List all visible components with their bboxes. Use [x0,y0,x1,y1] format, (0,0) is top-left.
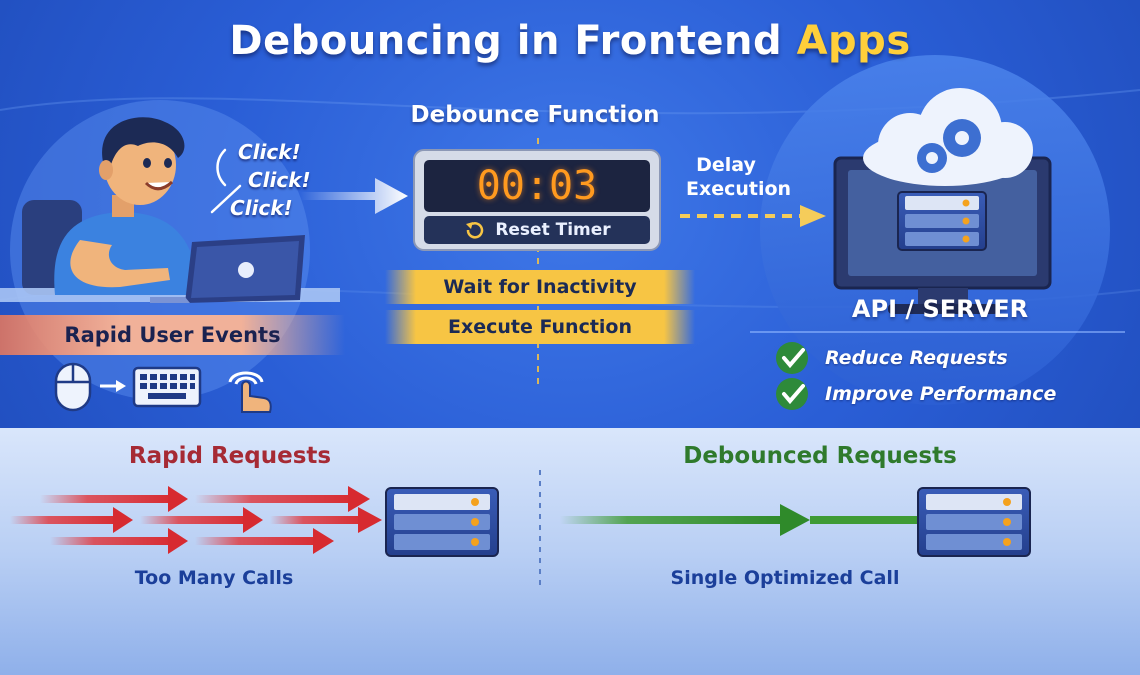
title-main: Debouncing in Frontend [229,18,783,64]
request-arrow-6 [50,528,188,554]
rapid-user-events-banner: Rapid User Events [0,315,345,355]
click-word-1: Click! [238,140,301,164]
click-word-3: Click! [230,196,293,220]
request-arrow-1 [40,486,188,512]
benefit-label: Reduce Requests [825,347,1008,369]
request-arrow-7 [195,528,334,554]
server-title: API / SERVER [851,295,1029,323]
step-wait-for-inactivity: Wait for Inactivity [385,270,695,304]
request-arrow-4 [140,507,263,533]
mouse-icon [54,362,92,412]
input-devices-row [54,362,272,413]
request-arrow-2 [195,486,370,512]
arrow-right-icon [100,380,126,392]
check-icon [776,342,808,374]
delay-label-line2: Execution [686,178,792,200]
refresh-icon [466,222,484,239]
request-arrow-5 [270,507,382,533]
request-arrow-3 [10,507,133,533]
debounced-requests-caption: Single Optimized Call [670,567,900,589]
rapid-request-arrows [10,486,382,554]
benefit-label: Improve Performance [825,383,1057,405]
server-icon [385,487,499,557]
rapid-requests-caption: Too Many Calls [134,567,294,589]
reset-timer-label: Reset Timer [495,220,611,240]
check-icon [776,378,808,410]
delay-execution-label: Delay Execution [686,153,792,201]
touch-tap-icon [228,371,272,413]
cloud-gears-icon [863,88,1033,186]
debounce-function-title: Debounce Function [410,102,660,128]
timer-device [413,149,661,251]
rapid-requests-title: Rapid Requests [128,443,332,469]
input-arrow [300,178,408,214]
reset-timer-button[interactable]: Reset Timer [424,216,650,244]
timer-display: 00:03 [476,163,598,209]
benefit-improve-performance: Improve Performance [775,377,1056,411]
delay-label-line1: Delay [696,154,756,176]
server-icon [917,487,1031,557]
step-execute-function: Execute Function [385,310,695,344]
keyboard-icon [132,366,202,408]
page-title: Debouncing in Frontend Apps [0,18,1140,64]
user-illustration [0,117,340,303]
title-highlight: Apps [796,18,911,64]
debounced-requests-title: Debounced Requests [683,443,957,469]
server-icon [897,191,987,251]
benefit-reduce-requests: Reduce Requests [775,341,1008,375]
click-word-2: Click! [248,168,311,192]
